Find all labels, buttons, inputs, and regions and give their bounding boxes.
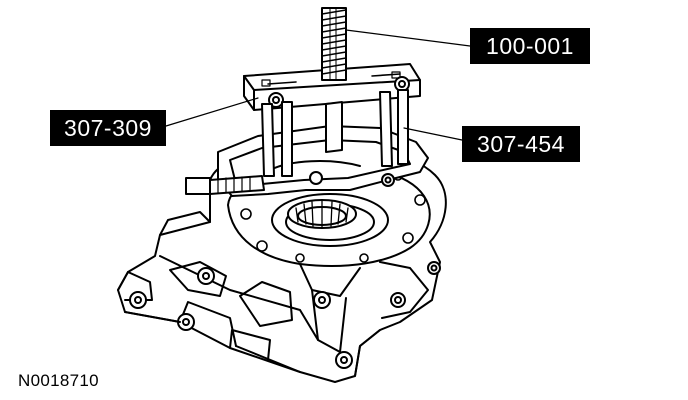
- figure-id: N0018710: [18, 371, 99, 390]
- bearing: [287, 199, 357, 229]
- callout-100-001: 100-001: [470, 28, 590, 64]
- leader-307-454: [403, 127, 463, 141]
- case-bolts: [129, 261, 441, 369]
- callout-307-309: 307-309: [50, 110, 166, 146]
- callout-307-454: 307-454: [462, 126, 580, 162]
- leader-lines: [165, 29, 471, 141]
- side-bolt: [185, 175, 265, 195]
- puller-bar: [243, 63, 421, 177]
- forcing-screw: [321, 7, 347, 153]
- leader-307-309: [165, 97, 259, 127]
- leader-100-001: [345, 29, 471, 47]
